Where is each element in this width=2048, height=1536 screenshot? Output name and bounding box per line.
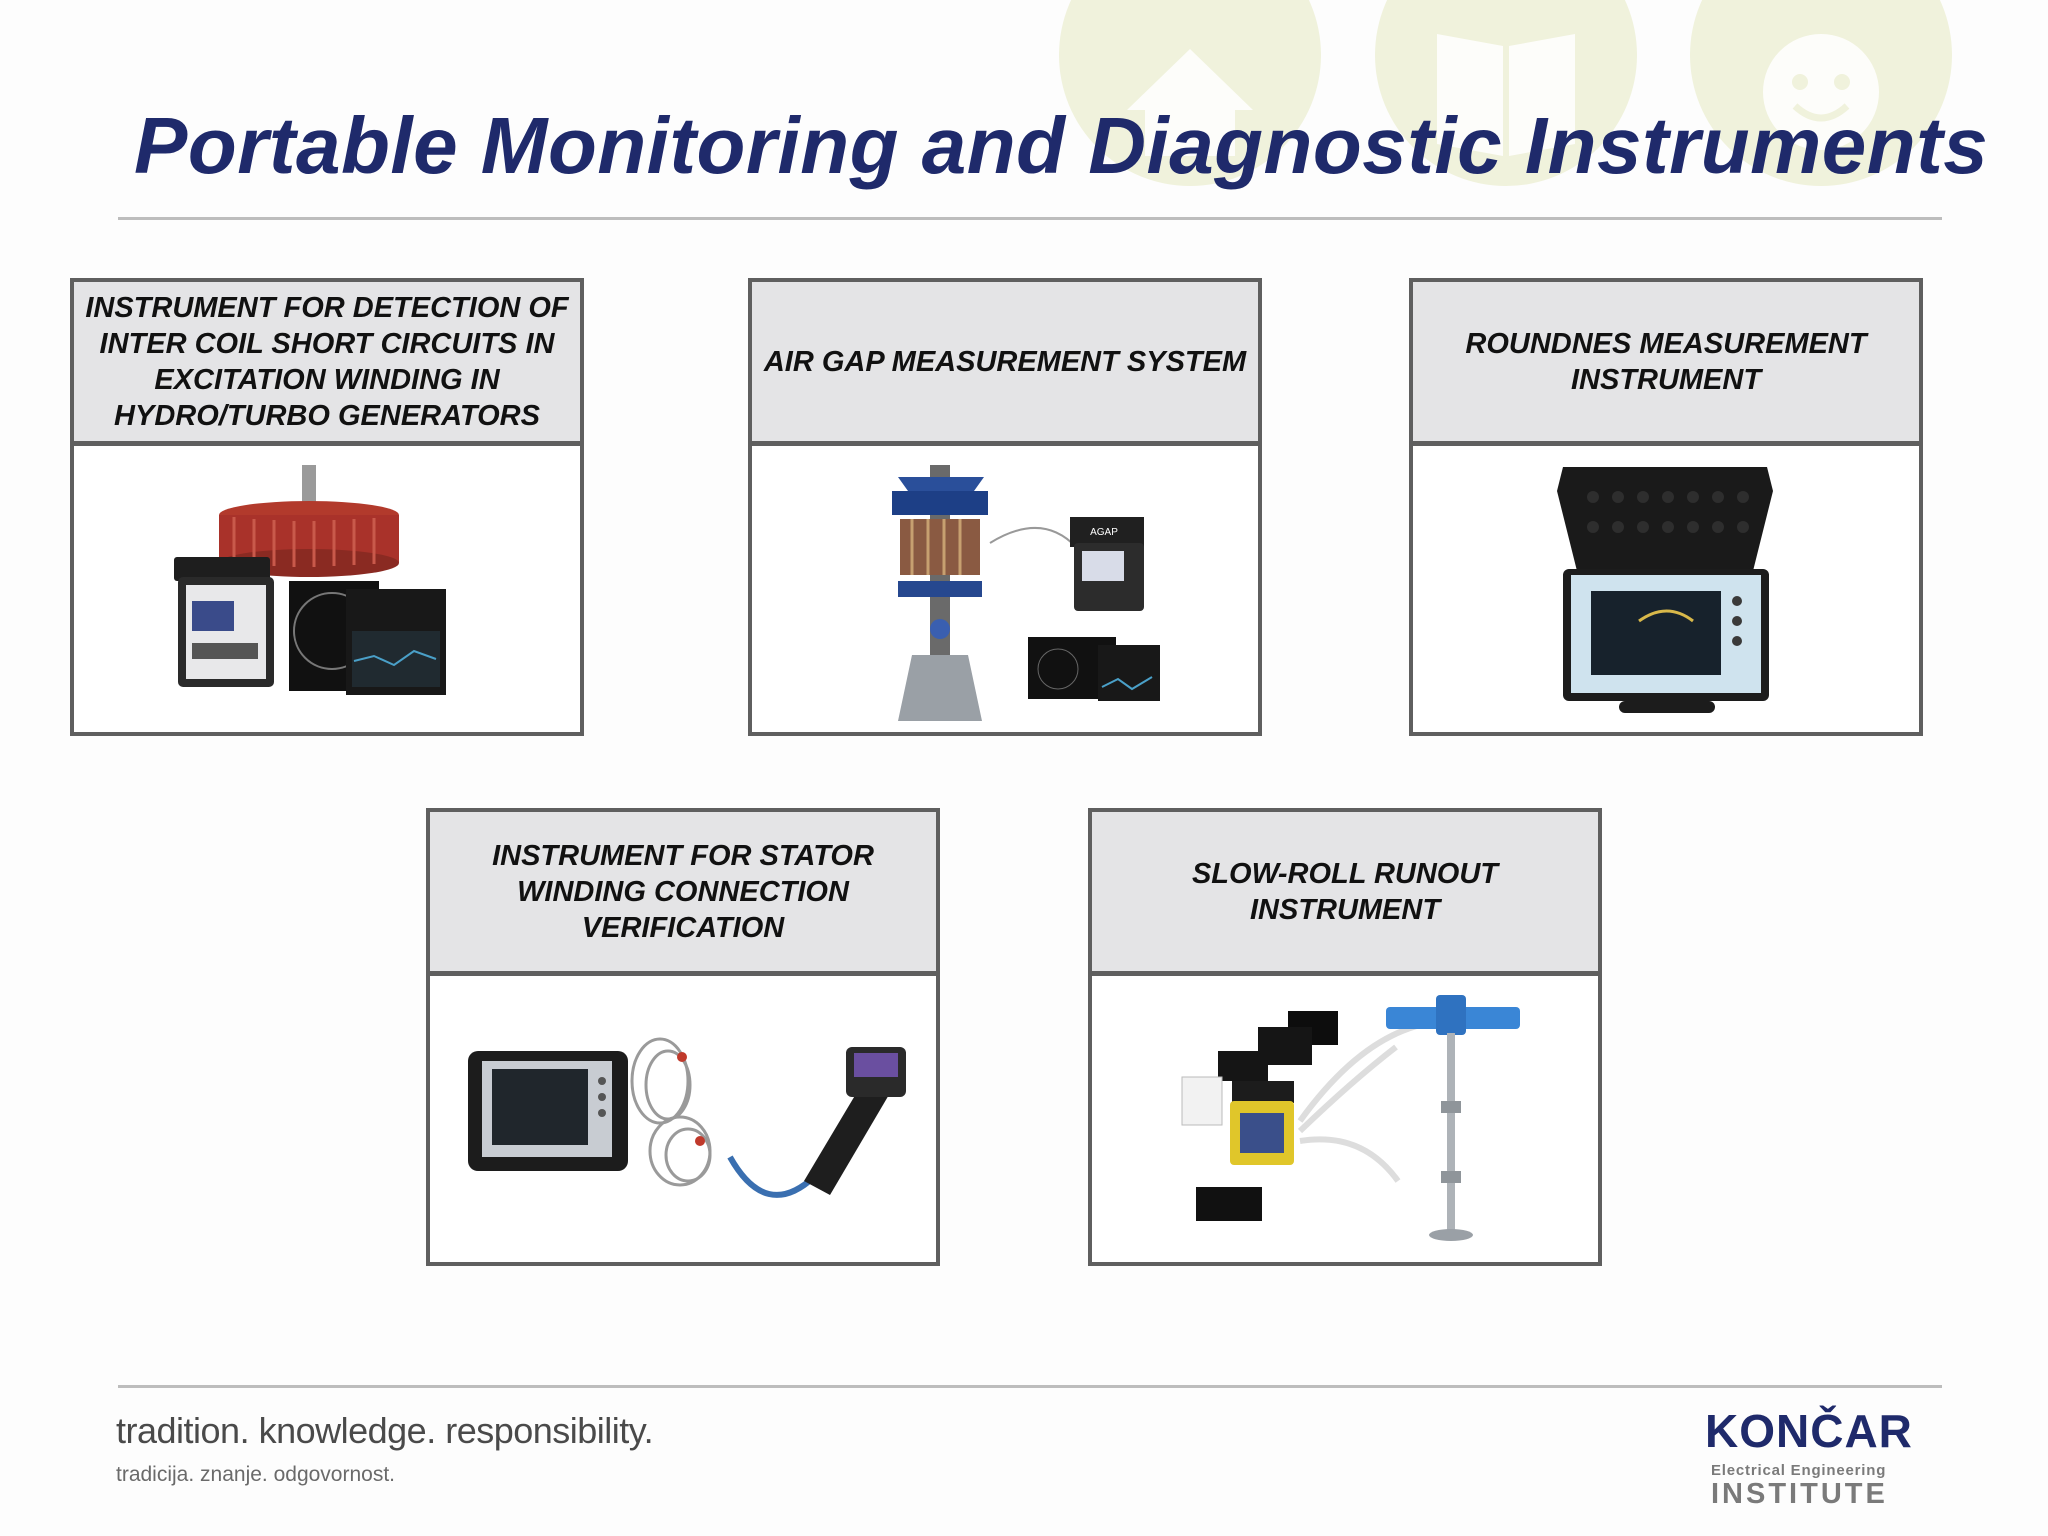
logo-line-2: INSTITUTE — [1711, 1478, 1888, 1510]
home-icon — [1059, 0, 1321, 186]
instrument-card-air-gap: AIR GAP MEASUREMENT SYSTEM AGAP — [748, 278, 1262, 736]
card-heading: INSTRUMENT FOR DETECTION OF INTER COIL S… — [74, 282, 580, 446]
instrument-card-slow-roll: SLOW-ROLL RUNOUT INSTRUMENT — [1088, 808, 1602, 1266]
card-heading: SLOW-ROLL RUNOUT INSTRUMENT — [1092, 812, 1598, 976]
stator-winding-instrument-image — [430, 981, 936, 1262]
rotor-instrument-image — [74, 451, 580, 732]
card-heading: ROUNDNES MEASUREMENT INSTRUMENT — [1413, 282, 1919, 446]
slow-roll-instrument-image — [1092, 981, 1598, 1262]
air-gap-system-image: AGAP — [752, 451, 1258, 732]
agap-case-label: AGAP — [1090, 527, 1118, 538]
roundness-instrument-image — [1413, 451, 1919, 732]
card-heading: INSTRUMENT FOR STATOR WINDING CONNECTION… — [430, 812, 936, 976]
smiley-face-icon — [1690, 0, 1952, 186]
instrument-card-roundness: ROUNDNES MEASUREMENT INSTRUMENT — [1409, 278, 1923, 736]
title-divider — [118, 217, 1942, 220]
card-heading: AIR GAP MEASUREMENT SYSTEM — [752, 282, 1258, 446]
footer-divider — [118, 1385, 1942, 1388]
logo-name: KONČAR — [1705, 1405, 1913, 1457]
footer-slogan: tradition. knowledge. responsibility. — [116, 1410, 654, 1451]
logo-line-1: Electrical Engineering — [1711, 1462, 1887, 1479]
slide-title: Portable Monitoring and Diagnostic Instr… — [134, 101, 1989, 190]
koncar-logo: KONČAR Electrical Engineering INSTITUTE — [1705, 1404, 1945, 1514]
instrument-card-inter-coil: INSTRUMENT FOR DETECTION OF INTER COIL S… — [70, 278, 584, 736]
footer-slogan-local: tradicija. znanje. odgovornost. — [116, 1463, 395, 1486]
instrument-card-stator-winding: INSTRUMENT FOR STATOR WINDING CONNECTION… — [426, 808, 940, 1266]
book-icon — [1375, 0, 1637, 186]
